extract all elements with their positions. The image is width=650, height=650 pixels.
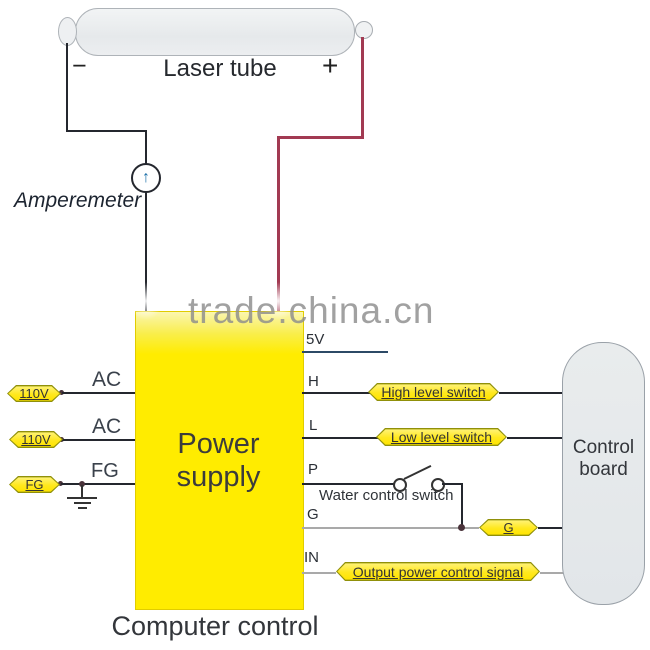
- tag-fg-label: FG: [10, 477, 58, 491]
- blur-spot: [129, 282, 163, 320]
- power-supply-label: Power supply: [176, 428, 261, 493]
- p-wire: [442, 483, 463, 485]
- tag-g-label: G: [480, 520, 536, 534]
- pin-g-label: G: [307, 506, 319, 523]
- positive-wire-segment: [277, 136, 364, 139]
- l-wire: [507, 437, 563, 439]
- control-board-box: [562, 342, 645, 605]
- ac-label-1: AC: [92, 368, 122, 391]
- tag-fg: FG: [9, 476, 60, 493]
- fg-wire: [61, 483, 135, 485]
- amperemeter-label: Amperemeter: [14, 189, 142, 212]
- control-board-label-line1: Control: [572, 437, 635, 458]
- laser-tube-body: [75, 8, 355, 56]
- wire-dot: [58, 481, 63, 486]
- pin-h-label: H: [308, 373, 319, 390]
- laser-tube-label: Laser tube: [163, 55, 277, 82]
- positive-wire-segment: [361, 37, 364, 139]
- laser-tube-left-terminal: [58, 17, 77, 46]
- 5v-wire: [302, 351, 388, 353]
- g-wire: [302, 527, 479, 529]
- tag-110v-2: 110V: [9, 431, 63, 448]
- in-wire: [302, 572, 336, 574]
- tag-low-level-switch: Low level switch: [376, 428, 507, 446]
- tag-g: G: [479, 519, 538, 536]
- ground-symbol: [74, 502, 91, 504]
- amperemeter-symbol: ↑: [131, 163, 161, 193]
- laser-tube-right-terminal: [355, 21, 373, 39]
- g-wire: [538, 527, 563, 529]
- negative-wire-segment: [145, 191, 147, 312]
- tag-output-power-control-signal-label: Output power control signal: [337, 563, 538, 579]
- control-board-label-line2: board: [579, 459, 628, 480]
- ground-junction-dot: [79, 481, 85, 487]
- h-wire: [499, 392, 563, 394]
- pin-5v-label: 5V: [306, 331, 325, 348]
- g-junction-dot: [458, 524, 465, 531]
- tag-110v-1-label: 110V: [8, 386, 59, 400]
- wire-dot: [59, 390, 64, 395]
- pin-p-label: P: [308, 461, 319, 478]
- positive-terminal-label: +: [322, 50, 339, 81]
- watermark-text: trade.china.cn: [188, 290, 435, 331]
- negative-wire-segment: [145, 130, 147, 164]
- pin-in-label: IN: [304, 549, 319, 566]
- switch-lever-icon: [403, 464, 432, 480]
- ac-wire-2: [62, 439, 135, 441]
- amperemeter-arrow-icon: ↑: [142, 169, 150, 186]
- in-wire: [540, 572, 563, 574]
- computer-control-caption: Computer control: [111, 611, 319, 641]
- h-wire: [302, 392, 370, 394]
- ground-symbol: [67, 497, 97, 499]
- tag-110v-2-label: 110V: [10, 432, 61, 446]
- ground-symbol: [78, 507, 87, 509]
- fg-label: FG: [91, 460, 119, 482]
- ac-wire-1: [62, 392, 135, 394]
- p-wire-down: [461, 483, 463, 529]
- ground-symbol: [81, 485, 83, 498]
- ac-label-2: AC: [92, 415, 122, 438]
- l-wire: [302, 437, 378, 439]
- negative-wire-segment: [66, 130, 147, 132]
- pin-l-label: L: [309, 417, 318, 434]
- p-wire: [302, 483, 394, 485]
- switch-contact-icon: [393, 478, 407, 492]
- negative-terminal-label: −: [72, 52, 87, 80]
- tag-low-level-switch-label: Low level switch: [377, 429, 505, 444]
- tag-output-power-control-signal: Output power control signal: [336, 562, 540, 581]
- positive-wire-segment: [277, 136, 280, 312]
- water-control-switch-label: Water control switch: [319, 487, 454, 504]
- tag-110v-1: 110V: [7, 385, 61, 402]
- tag-high-level-switch: High level switch: [368, 383, 499, 401]
- negative-wire-segment: [66, 43, 68, 132]
- tag-high-level-switch-label: High level switch: [369, 384, 497, 399]
- switch-contact-icon: [431, 478, 445, 492]
- blur-spot: [261, 282, 295, 320]
- power-supply-box: [135, 311, 304, 610]
